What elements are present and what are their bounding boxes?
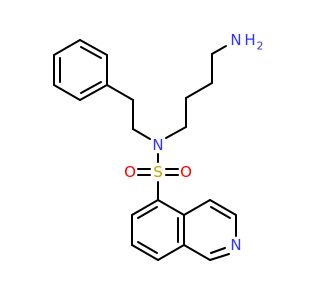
double-bond-inner <box>80 46 102 59</box>
isoquinoline-pyridine-ring <box>183 199 237 261</box>
bond <box>131 244 159 261</box>
isoquinoline-benzo-ring <box>131 199 185 261</box>
sulfonyl-bonds <box>137 168 179 176</box>
amine-hydrogen-label: H <box>244 31 255 49</box>
bond <box>209 253 230 261</box>
molecule-canvas: N H 2 N S O O N <box>53 31 264 261</box>
sulfur-label: S <box>153 163 163 181</box>
bond <box>53 84 81 101</box>
aminobutyl-chain <box>165 45 227 139</box>
isoquinoline-nitrogen-label: N <box>230 236 241 254</box>
oxygen-left-label: O <box>124 163 136 181</box>
double-bond-inner <box>137 206 158 219</box>
double-bond-inner <box>137 241 158 254</box>
bond <box>157 199 185 216</box>
bond <box>211 45 227 55</box>
bond <box>209 199 237 216</box>
bond <box>183 199 211 216</box>
oxygen-right-label: O <box>180 163 192 181</box>
bond <box>79 39 108 56</box>
amine-nitrogen-label: N <box>230 31 241 49</box>
phenyl-ring <box>53 39 108 101</box>
sulfonamide-nitrogen-label: N <box>152 136 163 154</box>
phenethyl-chain <box>106 84 151 140</box>
bond <box>131 199 159 216</box>
bond <box>157 244 185 261</box>
bond <box>185 82 213 99</box>
double-bond-inner <box>210 247 226 254</box>
bond <box>165 126 187 139</box>
bond <box>79 84 108 101</box>
double-bond-inner <box>80 81 102 94</box>
bond <box>132 128 151 140</box>
bond <box>106 84 134 101</box>
bond <box>53 39 81 56</box>
bond <box>183 244 211 261</box>
structure-diagram: N H 2 N S O O N <box>53 31 264 261</box>
atom-labels: N H 2 N S O O N <box>124 31 263 254</box>
double-bond-inner <box>210 206 231 219</box>
amine-hydrogen-count: 2 <box>257 40 264 53</box>
